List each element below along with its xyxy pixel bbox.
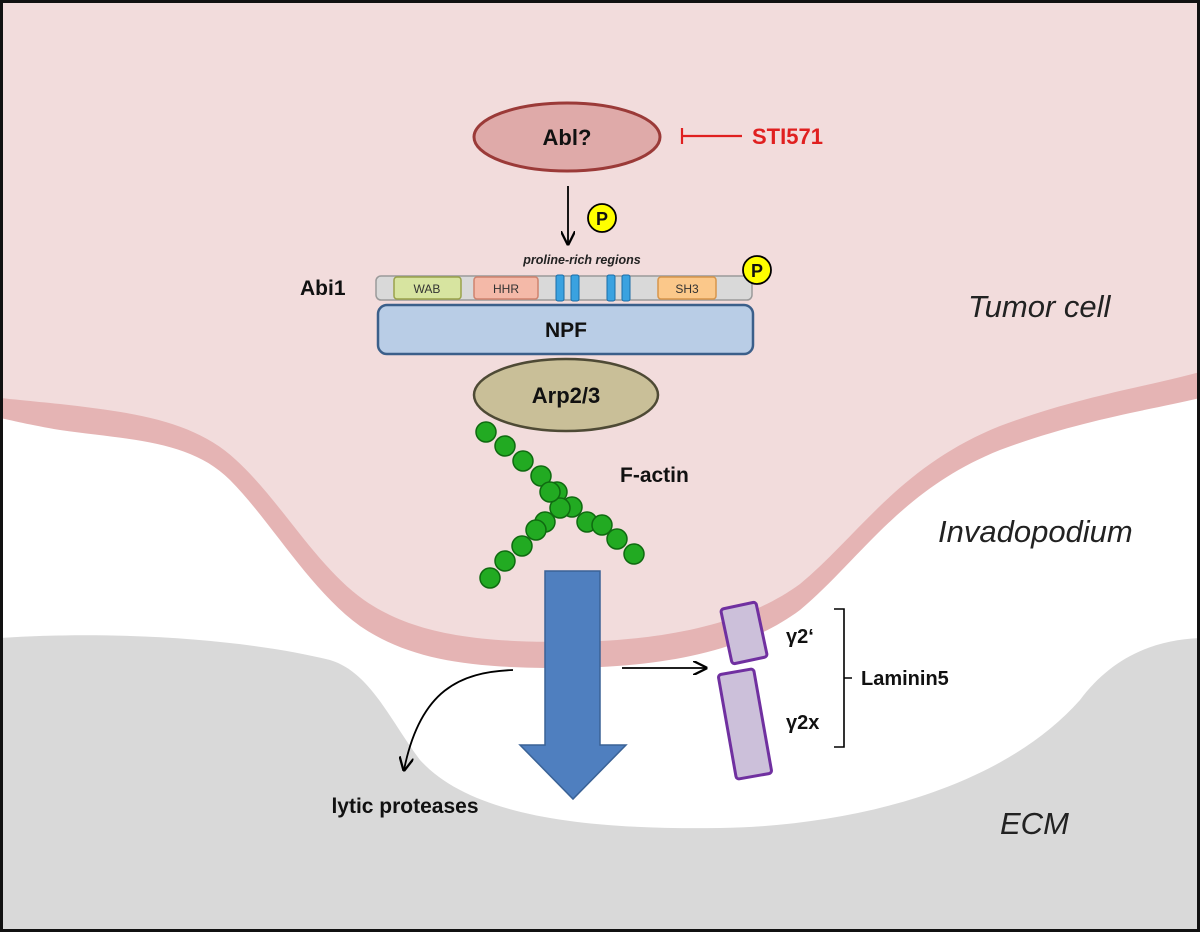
actin-bead <box>511 535 533 557</box>
proline-region-1a <box>555 274 565 302</box>
lytic-proteases-label: lytic proteases <box>331 795 478 818</box>
sh3-domain <box>657 276 717 300</box>
abl-label: Abl? <box>543 125 592 150</box>
tumor-cell-label: Tumor cell <box>968 289 1112 324</box>
proline-rich-note: proline-rich regions <box>522 253 640 267</box>
wab-domain <box>393 276 462 300</box>
actin-bead <box>530 465 552 487</box>
laminin-gamma2x-fragment <box>717 667 773 781</box>
arp23-label: Arp2/3 <box>532 383 600 408</box>
phospho-side-label: P <box>751 261 763 281</box>
invadopodium-label: Invadopodium <box>938 514 1133 549</box>
phospho-top-label: P <box>596 209 608 229</box>
gamma2x-label: γ2x <box>786 712 819 734</box>
laminin-bracket <box>834 608 852 748</box>
arp23-ellipse <box>472 357 660 433</box>
f-actin-filaments <box>475 421 645 589</box>
npf-box <box>376 303 755 356</box>
wab-label: WAB <box>414 282 441 296</box>
invasion-arrow <box>518 570 628 801</box>
sti571-label: STI571 <box>752 124 823 149</box>
actin-bead <box>591 514 613 536</box>
actin-bead <box>475 421 497 443</box>
ecm-region <box>0 635 1200 932</box>
laminin-gamma2prime-fragment <box>719 600 769 666</box>
actin-bead <box>479 567 501 589</box>
lytic-curved-arrow <box>404 669 514 770</box>
ecm-label: ECM <box>1000 806 1069 841</box>
abi1-label: Abi1 <box>300 277 346 300</box>
laminin5-label: Laminin5 <box>861 668 949 690</box>
actin-bead <box>606 528 628 550</box>
actin-bead <box>512 450 534 472</box>
actin-bead <box>494 435 516 457</box>
npf-label: NPF <box>545 319 587 342</box>
actin-bead <box>623 543 645 565</box>
hhr-domain <box>473 276 539 300</box>
proline-region-2b <box>621 274 631 302</box>
actin-bead <box>494 550 516 572</box>
proline-region-2a <box>606 274 616 302</box>
phospho-side-circle <box>742 255 772 285</box>
phospho-top-circle <box>587 203 617 233</box>
gamma2prime-label: γ2‘ <box>786 626 814 648</box>
actin-bead <box>539 481 561 503</box>
abl-ellipse <box>472 101 662 173</box>
hhr-label: HHR <box>493 282 519 296</box>
sh3-label: SH3 <box>675 282 699 296</box>
f-actin-label: F-actin <box>620 464 689 487</box>
actin-bead <box>525 519 547 541</box>
actin-bead <box>549 497 571 519</box>
proline-region-1b <box>570 274 580 302</box>
